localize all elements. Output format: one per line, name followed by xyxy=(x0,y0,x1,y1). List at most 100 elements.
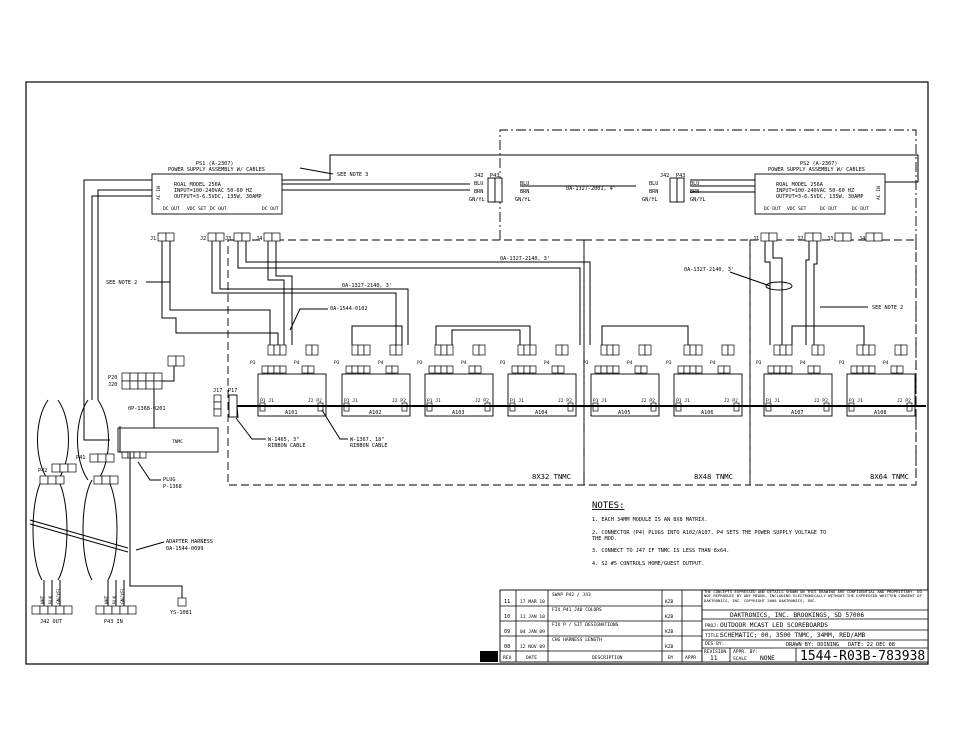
rev-header-rev: REV xyxy=(503,655,512,661)
project-name: OUTDOOR MCAST LED SCOREBOARDS xyxy=(720,622,828,629)
module-body xyxy=(763,373,833,417)
bottom-wire-wht: WHT xyxy=(40,595,46,604)
jumper-right-wire-2: BRN xyxy=(649,189,658,195)
ribbon1-label-b: RIBBON CABLE xyxy=(268,443,305,449)
controller-tnmc: P20 J20 0P-1368-0201 TNMC J17 P17 xyxy=(108,355,238,459)
module-port-p3: P3 xyxy=(756,360,762,366)
ps1-connector-j2: J2 xyxy=(200,236,206,242)
ps2-model: ROAL MODEL 256A xyxy=(776,182,824,188)
ps2-dc-out-label-3: DC OUT xyxy=(852,206,869,212)
jumper-left-wire-3: GN/YL xyxy=(469,197,485,203)
ps1-title: PS1 (A-2307) xyxy=(196,161,233,167)
jumper-left-wire-1b: BLU xyxy=(520,181,529,187)
controller-j20: J20 xyxy=(108,382,117,388)
sheet-border xyxy=(25,81,929,665)
module-label: A101 xyxy=(285,410,298,416)
ps2-connector-j1: J1 xyxy=(753,236,759,242)
module-port-p3: P3 xyxy=(583,360,589,366)
see-note-3: SEE NOTE 3 xyxy=(337,172,368,178)
notes-heading: NOTES: xyxy=(592,501,625,511)
module-port-j2: J2 P2 xyxy=(641,398,655,404)
module-label: A103 xyxy=(452,410,465,416)
bottom-ys-part: YS-1081 xyxy=(170,610,192,616)
controller-p20: P20 xyxy=(108,375,117,381)
ps1-output: OUTPUT=3-6.5VDC, 135W, 30AMP xyxy=(174,194,261,200)
bottom-p43-in: P43 IN xyxy=(104,619,123,625)
drawing-date: DATE: 22 DEC 08 xyxy=(848,642,895,648)
module-label: A106 xyxy=(701,410,714,416)
ps1-body xyxy=(151,173,283,215)
ps1-connector-j3: J3 xyxy=(225,236,231,242)
rev-header-desc: DESCRIPTION xyxy=(592,655,623,661)
ps2-title: PS2 (A-2307) xyxy=(800,161,837,167)
jumper-left-wire-2: BRN xyxy=(474,189,483,195)
module-body xyxy=(257,373,327,417)
plug-label: PLUG xyxy=(163,477,176,483)
ps2-dc-out-label: DC OUT xyxy=(764,206,781,212)
rev-by: KZB xyxy=(665,614,674,620)
note-2: 2. CONNECTOR (P4) PLUGS INTO A102/A107. … xyxy=(592,530,826,536)
confidential-notice: THE CONCEPTS EXPRESSED AND DETAILS SHOWN… xyxy=(704,590,922,603)
module-port-j1: P1 J1 xyxy=(344,398,358,404)
ps1-connector-j4: J4 xyxy=(256,236,262,242)
module-row: A101 P3 P4 P1 J1 J2 P2 A102 P3 P4 P1 J1 J2 P2 A103… xyxy=(250,344,916,417)
module-port-j1: P1 J1 xyxy=(766,398,780,404)
jumper-cable-label: 0A-1327-2001, 4' xyxy=(566,186,616,192)
bottom-p41: P41 xyxy=(76,455,85,461)
plug-part-number: P-1368 xyxy=(163,484,182,490)
bottom-wire-gnyel: GN/YEL xyxy=(56,587,62,604)
module-port-p4: P4 xyxy=(800,360,806,366)
rev-header-by: BY xyxy=(668,655,674,661)
ps2-body xyxy=(754,173,886,215)
ribbon1-label: W-1465, 3" xyxy=(268,437,299,443)
module-label: A104 xyxy=(535,410,548,416)
drawn-by: DRAWN BY: DDINING xyxy=(786,642,839,648)
jumper-right-p-label: P43 xyxy=(676,173,685,179)
rev-by: KZB xyxy=(665,644,674,650)
ps1-dc-out-label: DC OUT xyxy=(163,206,180,212)
proj-label: PROJ: xyxy=(705,623,719,629)
controller-j17: J17 xyxy=(213,388,222,394)
scale-label: SCALE xyxy=(733,656,747,662)
module-port-p3: P3 xyxy=(839,360,845,366)
cable-label-c4: 0A-1544-0102 xyxy=(330,306,367,312)
module-port-p4: P4 xyxy=(294,360,300,366)
module-port-j2: J2 P2 xyxy=(392,398,406,404)
des-by: DES BY: xyxy=(705,641,724,647)
module-port-j1: P1 J1 xyxy=(593,398,607,404)
module-body xyxy=(424,373,494,417)
module-port-j2: J2 P2 xyxy=(814,398,828,404)
module-port-p3: P3 xyxy=(417,360,423,366)
module-port-j1: P1 J1 xyxy=(510,398,524,404)
rev-header-appr: APPR xyxy=(685,655,696,661)
module-port-p4: P4 xyxy=(883,360,889,366)
ps2-ac-in-label: AC IN xyxy=(876,186,882,200)
ribbon2-label-b: RIBBON CABLE xyxy=(350,443,387,449)
cable-label-c3: 0A-1327-2140, 3' xyxy=(684,267,734,273)
company-line: DAKTRONICS, INC. BROOKINGS, SD 57006 xyxy=(730,612,864,619)
section-label-8x64: 8X64 TNMC xyxy=(870,472,909,481)
rev-by: KZB xyxy=(665,629,674,635)
module-label: A102 xyxy=(369,410,382,416)
module-port-j2: J2 P2 xyxy=(308,398,322,404)
module-port-j2: J2 P2 xyxy=(475,398,489,404)
module-label: A107 xyxy=(791,410,804,416)
rev-description: CHG HARNESS LENGTH xyxy=(552,637,602,643)
controller-body xyxy=(117,427,219,453)
module-port-p3: P3 xyxy=(250,360,256,366)
module-body xyxy=(673,373,743,417)
jumper-right-wire-1: BLU xyxy=(649,181,658,187)
module-port-j2: J2 P2 xyxy=(558,398,572,404)
module-body xyxy=(590,373,660,417)
note-3: 3. CONNECT TO J47 IF TNMC IS LESS THAN 8… xyxy=(592,548,729,554)
module-body xyxy=(846,373,916,417)
section-label-8x48: 8X48 TNMC xyxy=(694,472,733,481)
power-supply-ps1: PS1 (A-2307) POWER SUPPLY ASSEMBLY W/ CA… xyxy=(150,161,283,242)
module-port-j1: P1 J1 xyxy=(260,398,274,404)
module-label: A105 xyxy=(618,410,631,416)
notes-block: NOTES: 1. EACH 34MM MODULE IS AN 8X8 MAT… xyxy=(592,501,826,567)
rev-date: 12 NOV 09 xyxy=(520,644,545,650)
